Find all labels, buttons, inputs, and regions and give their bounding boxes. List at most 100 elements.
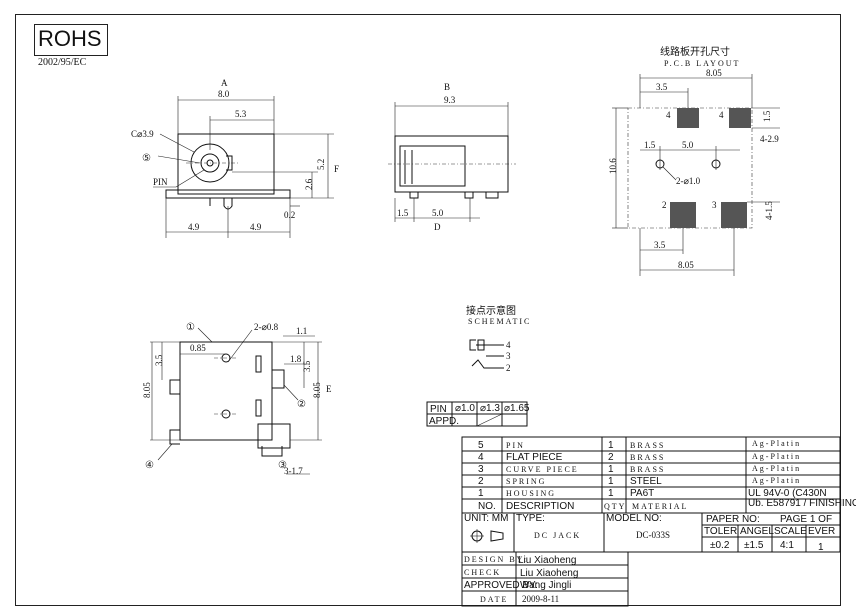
side-dim-5-0: 5.0: [432, 208, 444, 218]
bom-row-3-qty: 1: [608, 464, 614, 475]
bom-row-3-no: 3: [478, 464, 484, 475]
side-label-d: D: [434, 222, 441, 232]
pcb-title-cn: 线路板开孔尺寸: [660, 45, 730, 58]
bottom-hole-label: 2-⌀0.8: [254, 322, 279, 332]
bom-header-qty: QTY: [604, 502, 626, 511]
schematic-pin-3: 3: [506, 351, 511, 361]
bottom-dim-8-05-left: 8.05: [142, 382, 152, 398]
pcb-layout: 线路板开孔尺寸 P.C.B LAYOUT 8.05 3.5 4 4 1.5 4-…: [608, 45, 780, 276]
tb-approved-label: APPROVED BY:: [464, 580, 538, 591]
tb-approved-value: Wang Jingli: [520, 580, 571, 591]
pin-table-h1: ⌀1.0: [455, 403, 475, 414]
bom-row-2-finish: Ag-Platin: [752, 476, 801, 485]
pcb-pad-4-left-label: 4: [666, 110, 671, 120]
bom-row-2-qty: 1: [608, 476, 614, 487]
tb-ever-value: 1: [818, 542, 824, 553]
front-view: A 8.0 5.3 C⌀3.9 ⑤ PIN 5.2 F 2.6: [131, 78, 339, 238]
bom-row-5-desc: PIN: [506, 441, 525, 450]
bottom-dim-3-1-7: 3-1.7: [284, 466, 303, 476]
pin-table-row-label: APPD.: [429, 416, 459, 427]
bom-row-4-material: BRASS: [630, 453, 665, 462]
side-label-b: B: [444, 82, 450, 92]
pcb-pad-4-right-label: 4: [719, 110, 724, 120]
bom-row-4-finish: Ag-Platin: [752, 452, 801, 461]
bom-header-no: NO.: [478, 501, 496, 512]
front-label-f: F: [334, 164, 339, 174]
bom-row-1-no: 1: [478, 488, 484, 499]
bom-header-finish: Ub. E58791 / FINISHING: [748, 498, 856, 509]
pcb-pad-2: [670, 202, 696, 228]
bottom-dim-0-85: 0.85: [190, 343, 206, 353]
pcb-pad-3-label: 3: [712, 200, 717, 210]
bottom-label-e: E: [326, 384, 332, 394]
rohs-directive: 2002/95/EC: [38, 57, 87, 68]
tb-page-label: PAGE 1 OF: [780, 514, 832, 525]
front-dim-0-2: 0.2: [284, 210, 295, 220]
tb-paper-label: PAPER NO:: [706, 514, 760, 525]
bom-row-5-material: BRASS: [630, 441, 665, 450]
pcb-dim-1-5-right: 1.5: [762, 110, 772, 122]
bom-table: 5 PIN 1 BRASS Ag-Platin 4 FLAT PIECE 2 B…: [461, 436, 856, 514]
bottom-dim-8-05-right: 8.05: [312, 382, 322, 398]
pcb-dim-3-5-bottom: 3.5: [654, 240, 666, 250]
bottom-dim-3-5-right: 3.5: [302, 360, 312, 372]
bom-row-2-desc: SPRING: [506, 477, 546, 486]
pin-table: PIN ⌀1.0 ⌀1.3 ⌀1.65 APPD.: [426, 401, 530, 427]
bom-row-1-qty: 1: [608, 488, 614, 499]
tb-type-value: DC JACK: [534, 531, 581, 540]
bottom-dim-1-8: 1.8: [290, 354, 302, 364]
front-c-dia: C⌀3.9: [131, 129, 154, 139]
bom-row-1-desc: HOUSING: [506, 489, 556, 498]
pcb-hole-label: 2-⌀1.0: [676, 176, 701, 186]
bom-row-1-material: PA6T: [630, 488, 654, 499]
front-dim-8-0: 8.0: [218, 89, 230, 99]
front-pin-label: PIN: [153, 177, 168, 187]
front-dim-4-9-left: 4.9: [188, 222, 200, 232]
front-dim-4-9-right: 4.9: [250, 222, 262, 232]
side-dim-9-3: 9.3: [444, 95, 456, 105]
schematic-pin-4: 4: [506, 340, 511, 350]
tb-angel-value: ±1.5: [744, 540, 764, 551]
bom-row-3-material: BRASS: [630, 465, 665, 474]
tb-toler-value: ±0.2: [710, 540, 730, 551]
projection-cone-icon: [490, 530, 504, 542]
tb-design-value: Liu Xiaoheng: [518, 555, 576, 566]
side-view: B 9.3 1.5 5.0 D: [388, 82, 516, 232]
bom-header-material: MATERIAL: [632, 502, 688, 511]
front-dim-5-2: 5.2: [316, 159, 326, 170]
tb-type-label: TYPE:: [516, 513, 545, 524]
bottom-dim-3-5-left: 3.5: [154, 354, 164, 366]
tb-toler-label: TOLER: [704, 526, 737, 537]
pcb-hole-left: [655, 159, 665, 169]
tb-design-label: DESIGN BY:: [464, 555, 528, 564]
bottom-view: ① 2-⌀0.8 1.1 8.05 3.5 0.85 1.8 3.5 8.05: [142, 322, 332, 476]
schematic-title: SCHEMATIC: [468, 317, 531, 326]
tb-unit: UNIT: MM: [464, 513, 508, 524]
callout-5: ⑤: [142, 153, 151, 164]
tb-model-label: MODEL NO:: [606, 513, 662, 524]
bom-header-desc: DESCRIPTION: [506, 501, 574, 512]
pcb-hole-right: [711, 159, 721, 169]
bom-row-2-no: 2: [478, 476, 484, 487]
tb-check-label: CHECK: [464, 568, 501, 577]
pcb-pad-2-label: 2: [662, 200, 667, 210]
bom-row-5-no: 5: [478, 440, 484, 451]
pcb-dim-4-2-9: 4-2.9: [760, 134, 779, 144]
callout-3: ③: [278, 460, 287, 471]
bom-row-2-material: STEEL: [630, 476, 662, 487]
bom-row-4-no: 4: [478, 452, 484, 463]
pin-table-h3: ⌀1.65: [504, 403, 530, 414]
pcb-dim-1-5-mid: 1.5: [644, 140, 656, 150]
callout-2: ②: [297, 399, 306, 410]
bom-row-3-finish: Ag-Platin: [752, 464, 801, 473]
pcb-dim-3-5-top: 3.5: [656, 82, 668, 92]
pcb-dim-10-6: 10.6: [608, 158, 618, 174]
pcb-dim-5-0-mid: 5.0: [682, 140, 694, 150]
pcb-dim-8-05-top: 8.05: [706, 68, 722, 78]
bom-row-4-desc: FLAT PIECE: [506, 452, 563, 463]
front-dim-2-6: 2.6: [304, 178, 314, 190]
callout-4: ④: [145, 460, 154, 471]
bom-row-4-qty: 2: [608, 452, 614, 463]
side-dim-1-5: 1.5: [397, 208, 409, 218]
